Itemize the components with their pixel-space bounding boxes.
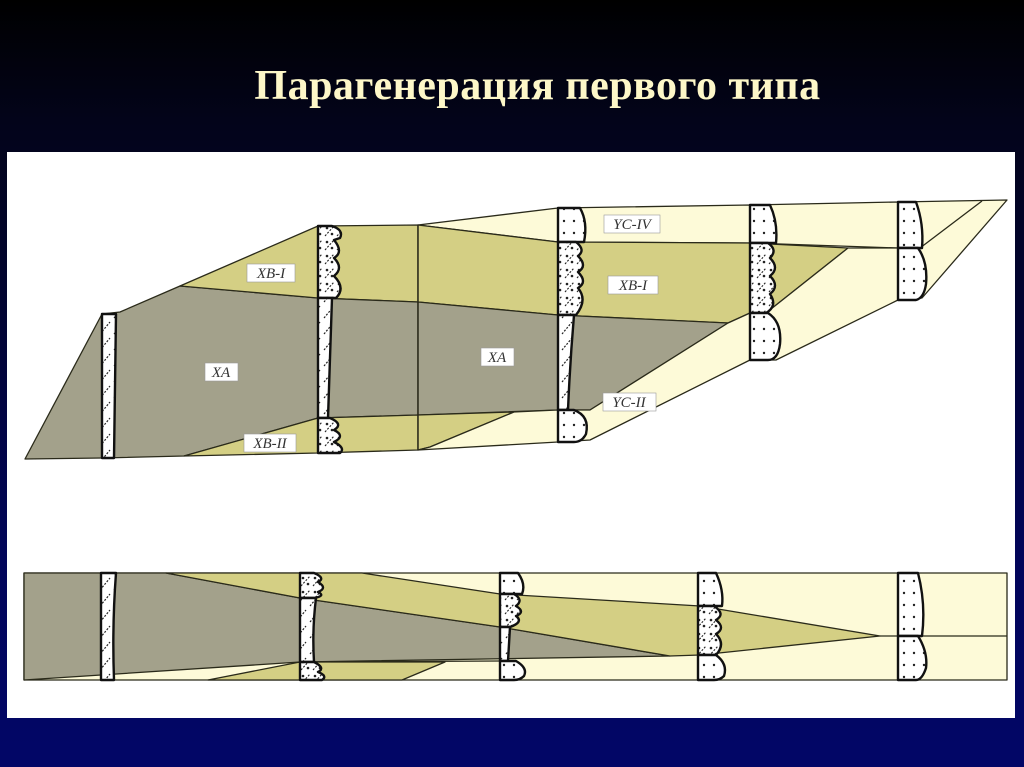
lower-column-3-hatch bbox=[498, 625, 512, 663]
column-2-xb2 bbox=[316, 416, 344, 455]
lower-column-5-bottom bbox=[896, 634, 928, 682]
lower-column-3-top bbox=[498, 571, 525, 596]
column-5-top bbox=[896, 200, 924, 250]
lower-column-3-mix bbox=[498, 592, 523, 629]
upper-labels: XB-I XA XB-II XA YC-IV XB-I YC-II bbox=[204, 214, 661, 453]
column-2-xb1 bbox=[316, 224, 343, 300]
column-3-xb1 bbox=[556, 240, 585, 317]
column-4-xb1 bbox=[748, 241, 777, 315]
lower-column-3-bottom bbox=[498, 659, 527, 682]
lower-column-2-bottom bbox=[298, 660, 326, 682]
label-xb1-left: XB-I bbox=[256, 266, 286, 282]
column-3-yc4 bbox=[556, 206, 587, 244]
lower-facies-xb2 bbox=[207, 661, 446, 681]
lower-column-4-bottom bbox=[696, 653, 727, 682]
label-xb2: XB-II bbox=[252, 436, 287, 452]
slide-title: Парагенерация первого типа bbox=[254, 63, 821, 109]
facies-xb1-left bbox=[179, 225, 319, 299]
lower-column-2-top bbox=[298, 571, 325, 600]
lower-column-5-top bbox=[896, 571, 925, 638]
column-1-hatch bbox=[100, 312, 118, 460]
label-xa-left: XA bbox=[211, 365, 231, 381]
column-3-yc2 bbox=[556, 408, 588, 444]
column-4-top bbox=[748, 203, 778, 245]
lower-column-2-hatch bbox=[298, 596, 318, 664]
upper-diagram bbox=[24, 199, 1008, 460]
lower-column-4-mix bbox=[696, 604, 723, 657]
label-xb1-right: XB-I bbox=[618, 278, 648, 294]
column-4-bottom bbox=[748, 311, 782, 362]
lower-column-1 bbox=[99, 571, 118, 682]
label-yc2: YC-II bbox=[612, 395, 646, 411]
label-xa-right: XA bbox=[487, 350, 507, 366]
facies-xa-mid bbox=[317, 297, 419, 419]
lower-diagram bbox=[23, 571, 1008, 682]
column-5-bottom bbox=[896, 246, 928, 302]
lower-column-4-top bbox=[696, 571, 724, 608]
label-yc4: YC-IV bbox=[613, 217, 652, 233]
